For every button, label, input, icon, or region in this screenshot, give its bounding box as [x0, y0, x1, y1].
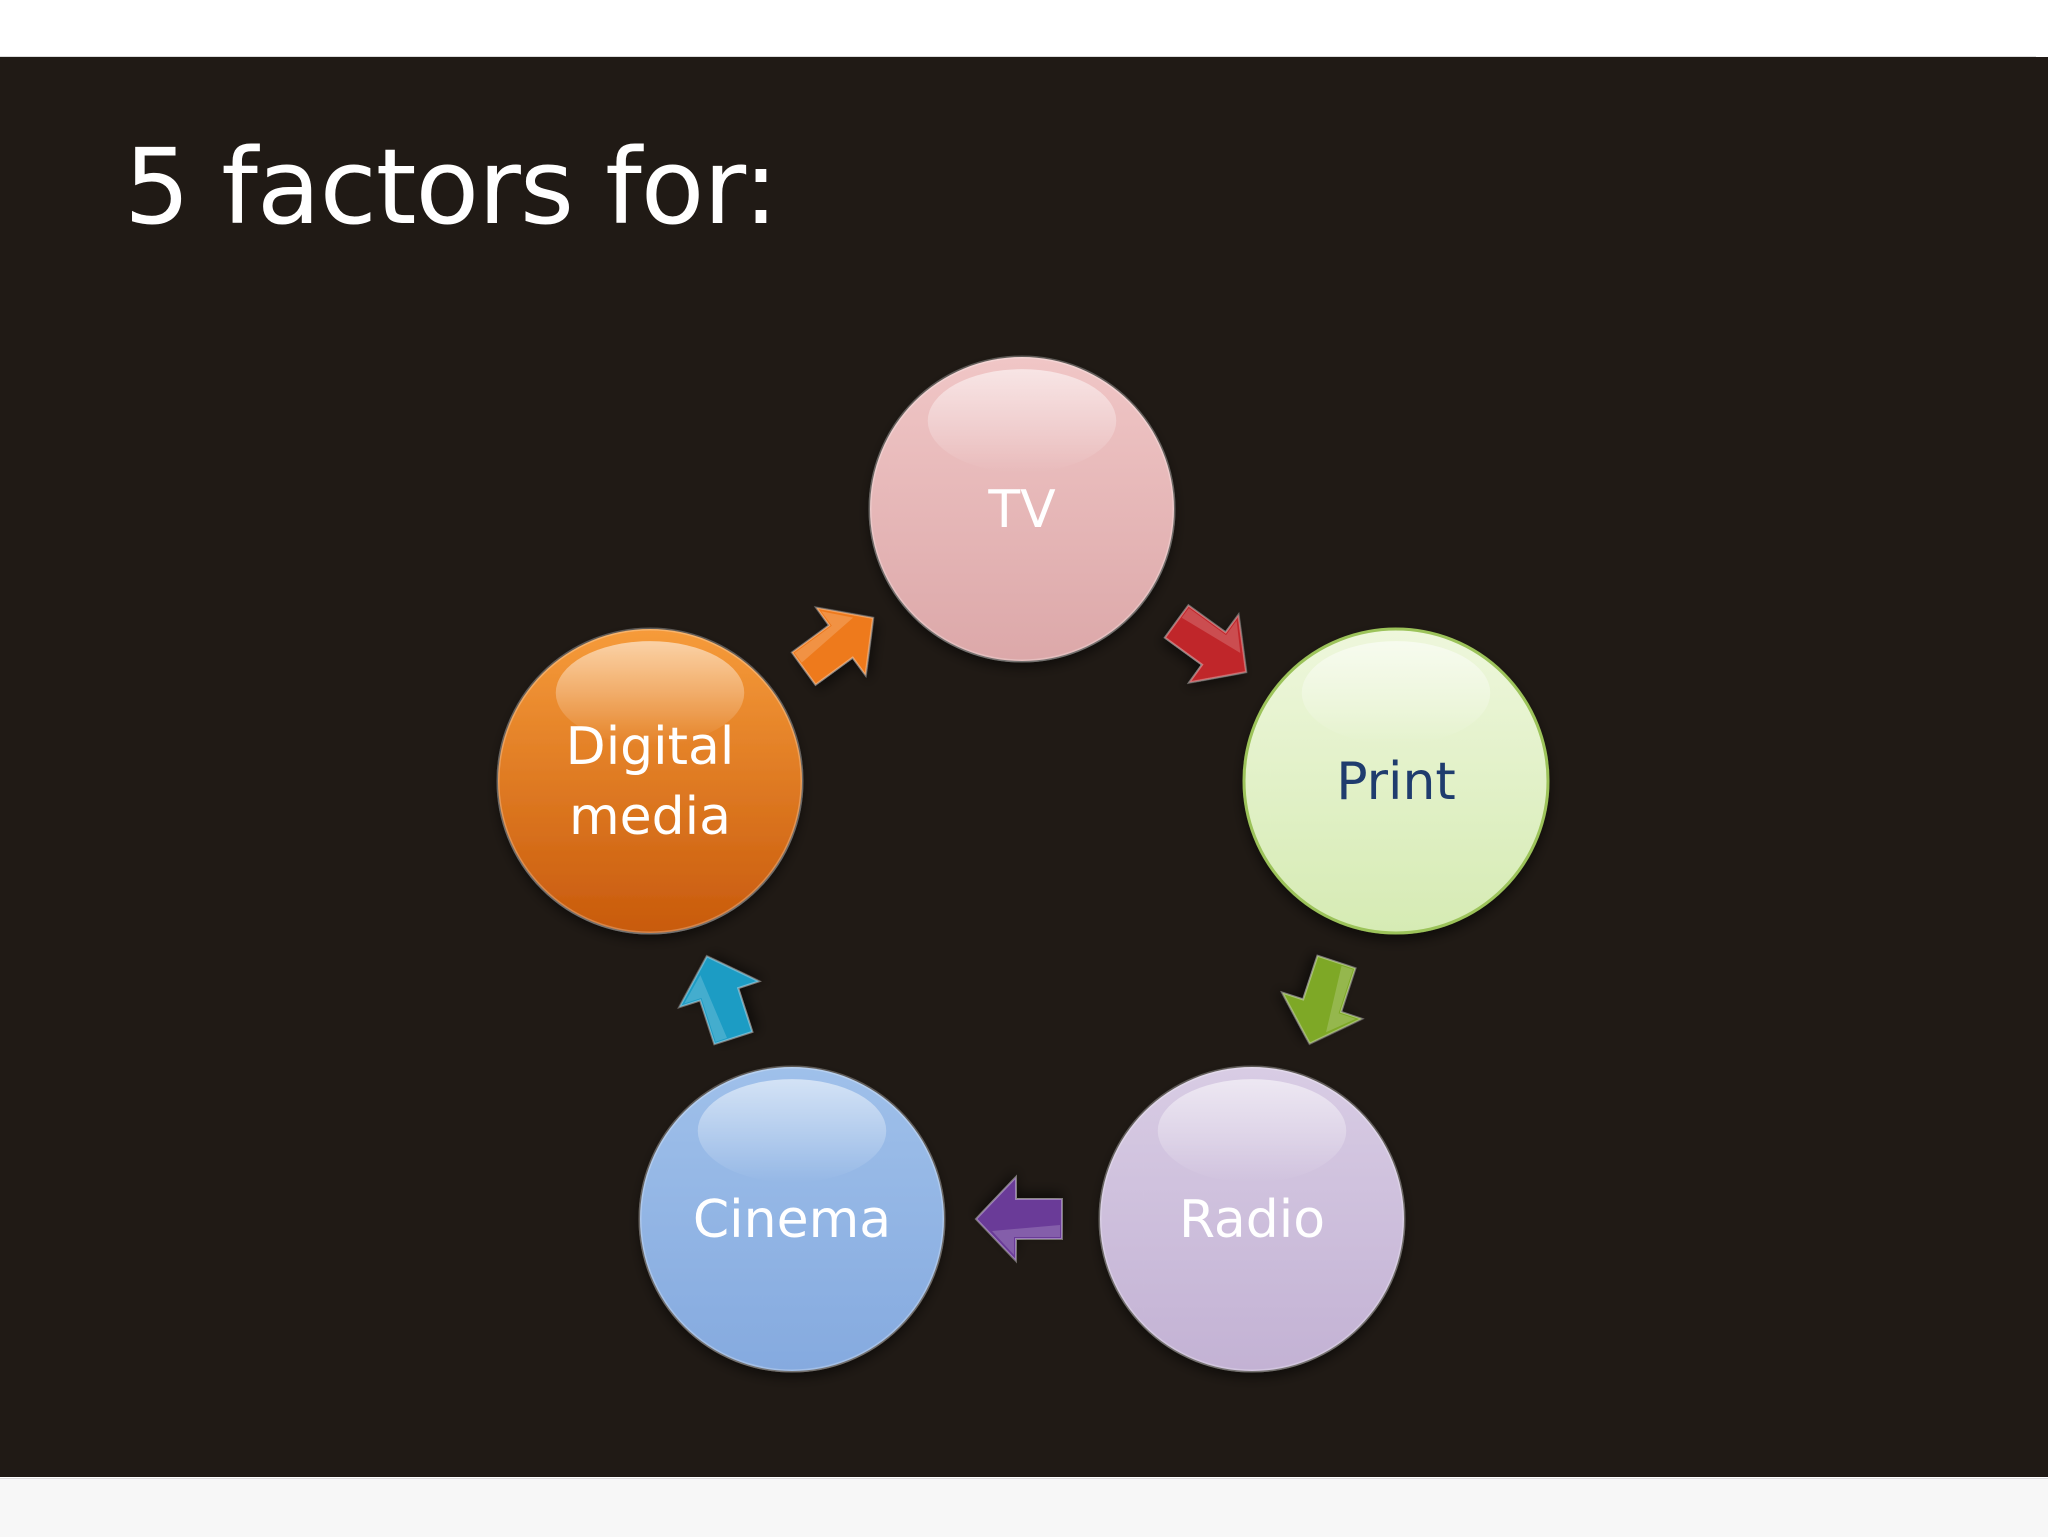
bottom-status-strip: [0, 1478, 2048, 1537]
arrow-cinema-to-digital-media: [677, 954, 762, 1046]
node-digital-media: Digital media: [496, 627, 804, 935]
node-label-digital-media-line-1: Digital: [566, 717, 735, 777]
node-tv: TV: [868, 355, 1176, 663]
arrow-digital-media-to-tv: [790, 606, 875, 687]
node-label-cinema: Cinema: [693, 1190, 891, 1250]
arrow-radio-to-cinema: [974, 1174, 1063, 1264]
node-label-digital-media-line-2: media: [569, 787, 731, 847]
node-label-tv: TV: [987, 480, 1056, 540]
node-label-print: Print: [1336, 752, 1456, 812]
arrow-tv-to-print: [1163, 603, 1248, 684]
node-label-radio: Radio: [1179, 1190, 1325, 1250]
node-cinema: Cinema: [638, 1065, 946, 1373]
node-print: Print: [1242, 627, 1550, 935]
arrow-print-to-radio: [1280, 954, 1365, 1046]
top-toolbar-strip: [0, 0, 2036, 57]
node-radio: Radio: [1098, 1065, 1406, 1373]
arrows-layer: [677, 603, 1365, 1264]
slide-title: 5 factors for:: [124, 126, 778, 248]
